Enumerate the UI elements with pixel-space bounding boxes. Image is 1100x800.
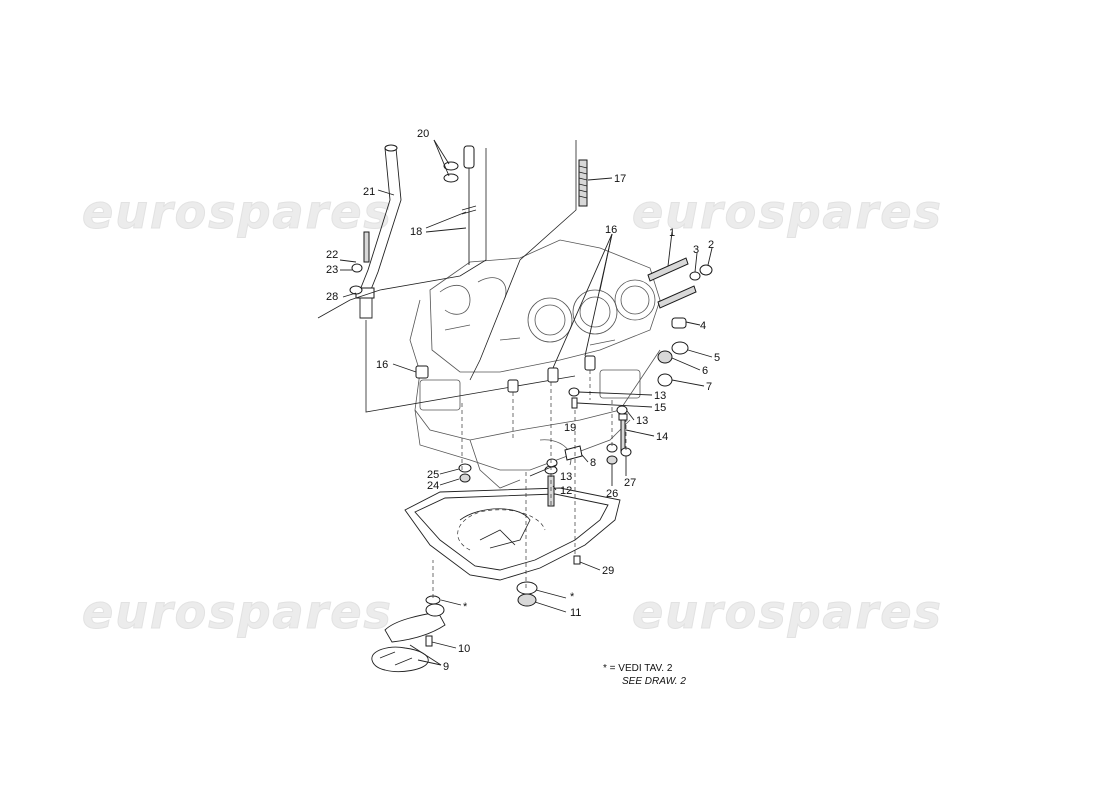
dipstick bbox=[461, 145, 477, 265]
callout-28: 28 bbox=[326, 291, 338, 303]
watermarks: eurospares eurospares eurospares eurospa… bbox=[82, 185, 943, 640]
bolt-12 bbox=[544, 465, 558, 507]
section-boundaries bbox=[317, 140, 577, 413]
callout-2: 2 bbox=[708, 239, 714, 251]
callout-13-middle: 13 bbox=[636, 415, 648, 427]
callout-27: 27 bbox=[624, 477, 636, 489]
dipstick-tube bbox=[355, 144, 402, 319]
callout-star-right: * bbox=[570, 591, 575, 603]
assembly-lines bbox=[432, 370, 627, 598]
note-line-1: * = VEDI TAV. 2 bbox=[603, 663, 673, 674]
callout-25: 25 bbox=[427, 469, 439, 481]
callout-12: 12 bbox=[560, 485, 572, 497]
callout-16-left: 16 bbox=[376, 359, 388, 371]
callouts: 20 21 18 17 16 1 2 3 4 5 6 7 13 15 13 14… bbox=[326, 128, 720, 673]
callout-6: 6 bbox=[702, 365, 708, 377]
engine-block bbox=[409, 239, 661, 489]
callout-15: 15 bbox=[654, 402, 666, 414]
callout-10: 10 bbox=[458, 643, 470, 655]
leader-lines bbox=[339, 139, 713, 666]
callout-26: 26 bbox=[606, 488, 618, 500]
callout-13-upper: 13 bbox=[654, 390, 666, 402]
callout-29: 29 bbox=[602, 565, 614, 577]
stud-17 bbox=[578, 159, 588, 207]
callout-14: 14 bbox=[656, 431, 668, 443]
callout-9: 9 bbox=[443, 661, 449, 673]
callout-13-lower: 13 bbox=[560, 471, 572, 483]
o-rings bbox=[443, 161, 459, 183]
plugs-right bbox=[657, 341, 689, 387]
callout-1: 1 bbox=[669, 227, 675, 239]
callout-20: 20 bbox=[417, 128, 429, 140]
studs-right bbox=[647, 257, 713, 329]
callout-23: 23 bbox=[326, 264, 338, 276]
note-line-2: SEE DRAW. 2 bbox=[622, 676, 686, 687]
callout-5: 5 bbox=[714, 352, 720, 364]
callout-19: 19 bbox=[564, 422, 576, 434]
callout-18: 18 bbox=[410, 226, 422, 238]
callout-4: 4 bbox=[700, 320, 706, 332]
callout-7: 7 bbox=[706, 381, 712, 393]
callout-16-top: 16 bbox=[605, 224, 617, 236]
dowels bbox=[415, 355, 596, 393]
oil-pan bbox=[404, 487, 621, 581]
watermark-top-left: eurospares bbox=[82, 185, 393, 239]
callout-star-left: * bbox=[463, 601, 468, 613]
callout-8: 8 bbox=[590, 457, 596, 469]
watermark-bottom-right: eurospares bbox=[632, 585, 943, 639]
bolts-22-23 bbox=[349, 231, 370, 295]
sensor-19 bbox=[546, 445, 583, 468]
watermark-bottom-left: eurospares bbox=[82, 585, 393, 639]
callout-21: 21 bbox=[363, 186, 375, 198]
callout-22: 22 bbox=[326, 249, 338, 261]
see-drawing-note: * = VEDI TAV. 2 SEE DRAW. 2 bbox=[603, 663, 686, 687]
callout-17: 17 bbox=[614, 173, 626, 185]
callout-3: 3 bbox=[693, 244, 699, 256]
callout-11: 11 bbox=[570, 607, 581, 619]
watermark-top-right: eurospares bbox=[632, 185, 943, 239]
callout-24: 24 bbox=[427, 480, 439, 492]
washers bbox=[425, 387, 632, 647]
